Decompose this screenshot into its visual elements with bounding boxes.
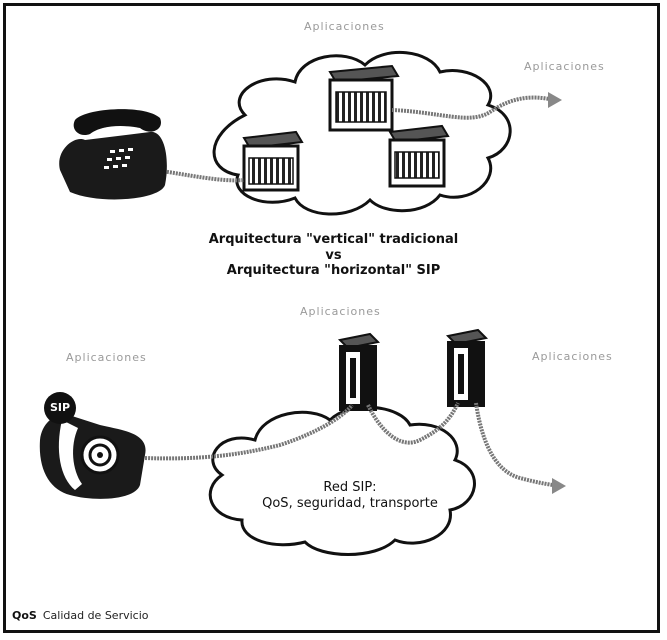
footer-legend: QoS Calidad de Servicio [12, 609, 149, 622]
sip-network-subtitle: QoS, seguridad, transporte [262, 496, 438, 511]
telephone-icon [59, 109, 167, 200]
caption-line-2: vs [325, 248, 342, 263]
sip-phone-icon [39, 392, 146, 499]
caption-line-1: Arquitectura "vertical" tradicional [208, 232, 459, 247]
server-tower-icon [445, 328, 489, 407]
footer-abbr: QoS [12, 609, 37, 622]
server-icon [242, 130, 304, 192]
server-icon [388, 124, 450, 188]
network-link [366, 402, 460, 445]
applications-bottom-left-label: Aplicaciones [66, 351, 147, 364]
applications-bottom-top-label: Aplicaciones [300, 305, 381, 318]
network-link [474, 402, 561, 488]
footer-definition: Calidad de Servicio [42, 609, 149, 622]
network-link [391, 95, 556, 120]
arrow-head-icon [548, 92, 562, 108]
server-icon [328, 64, 400, 132]
sip-badge: SIP [49, 401, 71, 414]
network-link [144, 403, 354, 461]
server-tower-icon [337, 332, 381, 411]
applications-bottom-right-label: Aplicaciones [532, 350, 613, 363]
applications-top-label: Aplicaciones [304, 20, 385, 33]
applications-right-label: Aplicaciones [524, 60, 605, 73]
caption-line-3: Arquitectura "horizontal" SIP [226, 263, 441, 278]
arrow-head-icon [552, 478, 566, 494]
sip-network-title: Red SIP: [323, 480, 377, 495]
